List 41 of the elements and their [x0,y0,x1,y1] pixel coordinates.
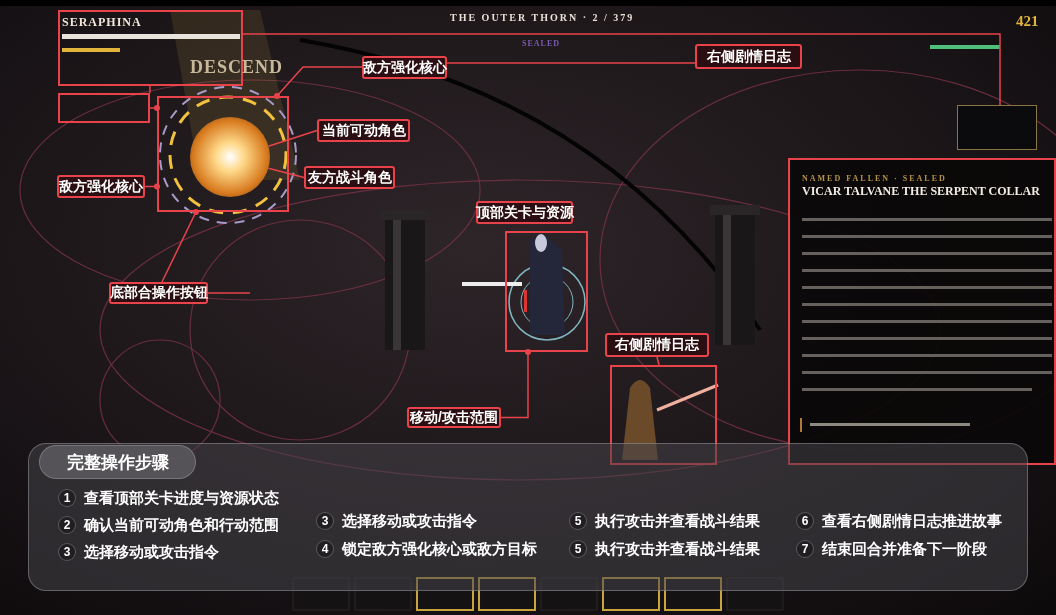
leader-line [149,85,151,94]
leader-line [161,209,199,283]
highlight-box [58,93,150,123]
story-panel [788,158,1056,465]
minimap-box [957,105,1037,150]
callout-label: 当前可动角色 [317,119,410,142]
step-text: 确认当前可动角色和行动范围 [84,515,279,535]
highlight-box [610,365,717,465]
level-title: THE OUTER THORN · 2 / 379 [450,12,635,23]
leader-line [267,167,305,179]
step-text: 执行攻击并查看战斗结果 [595,539,760,559]
leader-line [144,183,160,190]
step-text: 选择移动或攻击指令 [342,511,477,531]
resource-count: 421 [1016,13,1039,30]
step-text: 锁定敌方强化核心或敌方目标 [342,539,537,559]
panel-subtitle: NAMED FALLEN · SEALED [802,174,947,183]
leader-line [207,292,251,294]
step-text: 查看顶部关卡进度与资源状态 [84,488,279,508]
leader-line [500,349,531,419]
step-text: 结束回合并准备下一阶段 [822,539,987,559]
step-text: 选择移动或攻击指令 [84,542,219,562]
steps-panel [28,443,1028,591]
status-text: SEALED [522,39,560,48]
callout-label: 右侧剧情日志 [695,44,802,69]
leader-line [656,356,660,366]
leader-line [242,33,1001,106]
leader-line [267,129,318,147]
callout-label: 友方战斗角色 [304,166,395,189]
highlight-box [505,231,588,352]
highlight-box [157,96,289,212]
heading-pill: 完整操作步骤 [39,445,196,479]
step-text: 查看右侧剧情日志推进故事 [822,511,1002,531]
panel-title: VICAR TALVANE THE SERPENT COLLAR [802,184,1040,199]
callout-label: 右侧剧情日志 [605,333,709,357]
leader-line [274,66,363,99]
callout-label: 移动/攻击范围 [407,407,501,428]
leader-line [446,62,696,64]
character-name: SERAPHINA [62,15,142,30]
leader-line [149,104,160,111]
callout-label: 敌方强化核心 [57,175,145,198]
step-text: 执行攻击并查看战斗结果 [595,511,760,531]
